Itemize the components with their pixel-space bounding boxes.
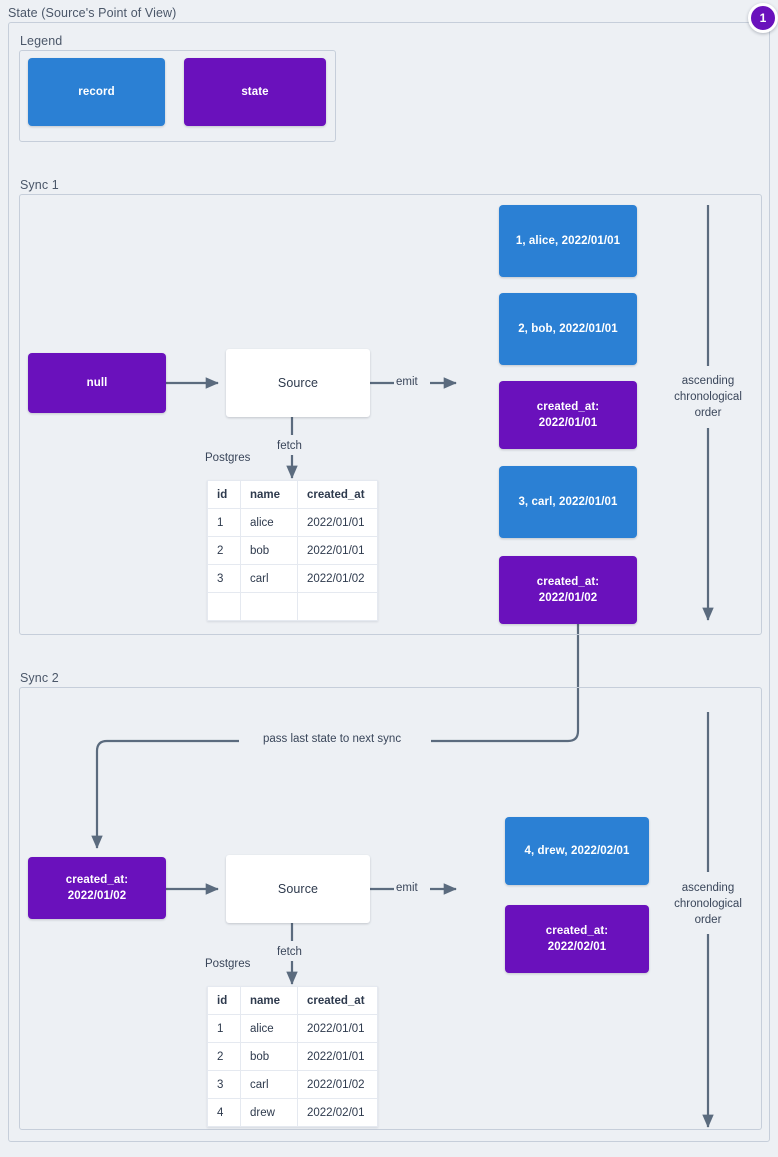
legend-swatch-record: record <box>28 58 165 126</box>
table-row: 3 carl 2022/01/02 <box>207 564 378 593</box>
sync1-col-name: name <box>240 480 298 509</box>
table-header-row: id name created_at <box>207 986 378 1015</box>
outer-frame <box>8 22 770 1142</box>
sync1-emitted-1-label: 2, bob, 2022/01/01 <box>518 323 618 335</box>
table-row: 2 bob 2022/01/01 <box>207 536 378 565</box>
cell-id: 3 <box>207 1070 241 1099</box>
cell-name: alice <box>240 1014 298 1043</box>
cell-id: 1 <box>207 1014 241 1043</box>
pass-last-state-label: pass last state to next sync <box>259 733 406 745</box>
cell-created-at: 2022/01/01 <box>297 1014 378 1043</box>
sync2-box <box>19 687 762 1130</box>
sync2-emit-label: emit <box>396 882 418 894</box>
table-row-empty <box>207 592 378 621</box>
cell-name: drew <box>240 1098 298 1127</box>
cell-name: carl <box>240 564 298 593</box>
cell-id: 2 <box>207 536 241 565</box>
sync1-emitted-2: created_at: 2022/01/01 <box>499 381 637 449</box>
sync1-emitted-3-label: 3, carl, 2022/01/01 <box>518 496 618 508</box>
sync2-fetch-label: fetch <box>277 946 302 958</box>
table-row: 4 drew 2022/02/01 <box>207 1098 378 1127</box>
cell-name: carl <box>240 1070 298 1099</box>
sync1-order-label: ascending chronological order <box>674 375 742 419</box>
cell-name <box>240 592 298 621</box>
sync1-emitted-0-label: 1, alice, 2022/01/01 <box>515 235 621 247</box>
cell-id: 2 <box>207 1042 241 1071</box>
cell-created-at: 2022/01/02 <box>297 564 378 593</box>
sync2-col-name: name <box>240 986 298 1015</box>
sync1-col-created-at: created_at <box>297 480 378 509</box>
table-row: 2 bob 2022/01/01 <box>207 1042 378 1071</box>
table-row: 3 carl 2022/01/02 <box>207 1070 378 1099</box>
sync2-input-state: created_at: 2022/01/02 <box>28 857 166 919</box>
cell-created-at: 2022/01/01 <box>297 508 378 537</box>
cell-id <box>207 592 241 621</box>
sync2-db-label: Postgres <box>205 958 251 970</box>
sync2-input-state-label: created_at: 2022/01/02 <box>65 874 129 902</box>
sync1-box <box>19 194 762 635</box>
sync1-col-id: id <box>207 480 241 509</box>
legend-box <box>19 50 336 142</box>
sync2-emitted-1-label: created_at: 2022/02/01 <box>545 925 609 953</box>
legend-label: Legend <box>20 34 63 48</box>
sync2-label: Sync 2 <box>20 671 59 685</box>
sync2-source-node: Source <box>226 855 370 923</box>
sync1-emitted-3: 3, carl, 2022/01/01 <box>499 466 637 538</box>
sync1-source-label: Source <box>277 376 319 390</box>
diagram-title: State (Source's Point of View) <box>8 6 177 20</box>
sync2-source-label: Source <box>277 882 319 896</box>
cell-name: alice <box>240 508 298 537</box>
cell-created-at: 2022/01/01 <box>297 1042 378 1071</box>
sync1-emitted-1: 2, bob, 2022/01/01 <box>499 293 637 365</box>
table-row: 1 alice 2022/01/01 <box>207 1014 378 1043</box>
legend-swatch-record-label: record <box>78 86 115 98</box>
sync2-col-id: id <box>207 986 241 1015</box>
cell-name: bob <box>240 536 298 565</box>
sync1-db-label: Postgres <box>205 452 251 464</box>
table-header-row: id name created_at <box>207 480 378 509</box>
sync1-emit-label: emit <box>396 376 418 388</box>
sync2-emitted-1: created_at: 2022/02/01 <box>505 905 649 973</box>
table-row: 1 alice 2022/01/01 <box>207 508 378 537</box>
step-badge[interactable]: 1 <box>748 3 778 33</box>
cell-created-at: 2022/02/01 <box>297 1098 378 1127</box>
sync2-emitted-0-label: 4, drew, 2022/02/01 <box>524 845 630 857</box>
legend-swatch-state: state <box>184 58 326 126</box>
sync1-fetch-label: fetch <box>277 440 302 452</box>
sync1-table: id name created_at 1 alice 2022/01/01 2 … <box>207 480 378 621</box>
sync1-emitted-2-label: created_at: 2022/01/01 <box>536 401 600 429</box>
sync2-col-created-at: created_at <box>297 986 378 1015</box>
cell-id: 1 <box>207 508 241 537</box>
sync1-emitted-4-label: created_at: 2022/01/02 <box>536 576 600 604</box>
cell-id: 4 <box>207 1098 241 1127</box>
cell-created-at: 2022/01/01 <box>297 536 378 565</box>
sync1-emitted-4: created_at: 2022/01/02 <box>499 556 637 624</box>
sync1-emitted-0: 1, alice, 2022/01/01 <box>499 205 637 277</box>
sync2-order-label: ascending chronological order <box>674 882 742 926</box>
cell-id: 3 <box>207 564 241 593</box>
sync1-input-state: null <box>28 353 166 413</box>
sync2-emitted-0: 4, drew, 2022/02/01 <box>505 817 649 885</box>
sync2-table: id name created_at 1 alice 2022/01/01 2 … <box>207 986 378 1127</box>
sync1-label: Sync 1 <box>20 178 59 192</box>
sync1-input-state-label: null <box>86 377 108 389</box>
legend-swatch-state-label: state <box>241 86 269 98</box>
cell-created-at: 2022/01/02 <box>297 1070 378 1099</box>
cell-created-at <box>297 592 378 621</box>
cell-name: bob <box>240 1042 298 1071</box>
sync1-source-node: Source <box>226 349 370 417</box>
